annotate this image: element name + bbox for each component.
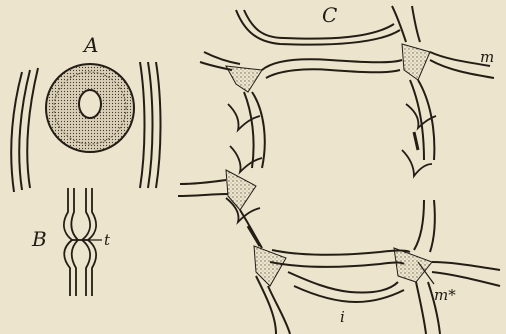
panel-b-wall-lines (64, 188, 96, 296)
panel-a-right-wall (140, 62, 161, 188)
label-a: A (82, 33, 98, 57)
pit-aperture (79, 90, 101, 118)
label-m-star: m* (434, 286, 456, 304)
label-m: m (480, 48, 494, 66)
pit-pairs (226, 104, 436, 246)
panel-b-pit-section: B t (31, 188, 111, 296)
label-i: i (340, 308, 345, 326)
panel-a-bordered-pit: A (11, 33, 160, 192)
label-t: t (104, 231, 111, 249)
label-b: B (31, 227, 47, 251)
label-c: C (322, 3, 337, 27)
panel-a-left-wall (11, 68, 38, 192)
panel-c-cell-walls: C m m* i (178, 3, 500, 334)
